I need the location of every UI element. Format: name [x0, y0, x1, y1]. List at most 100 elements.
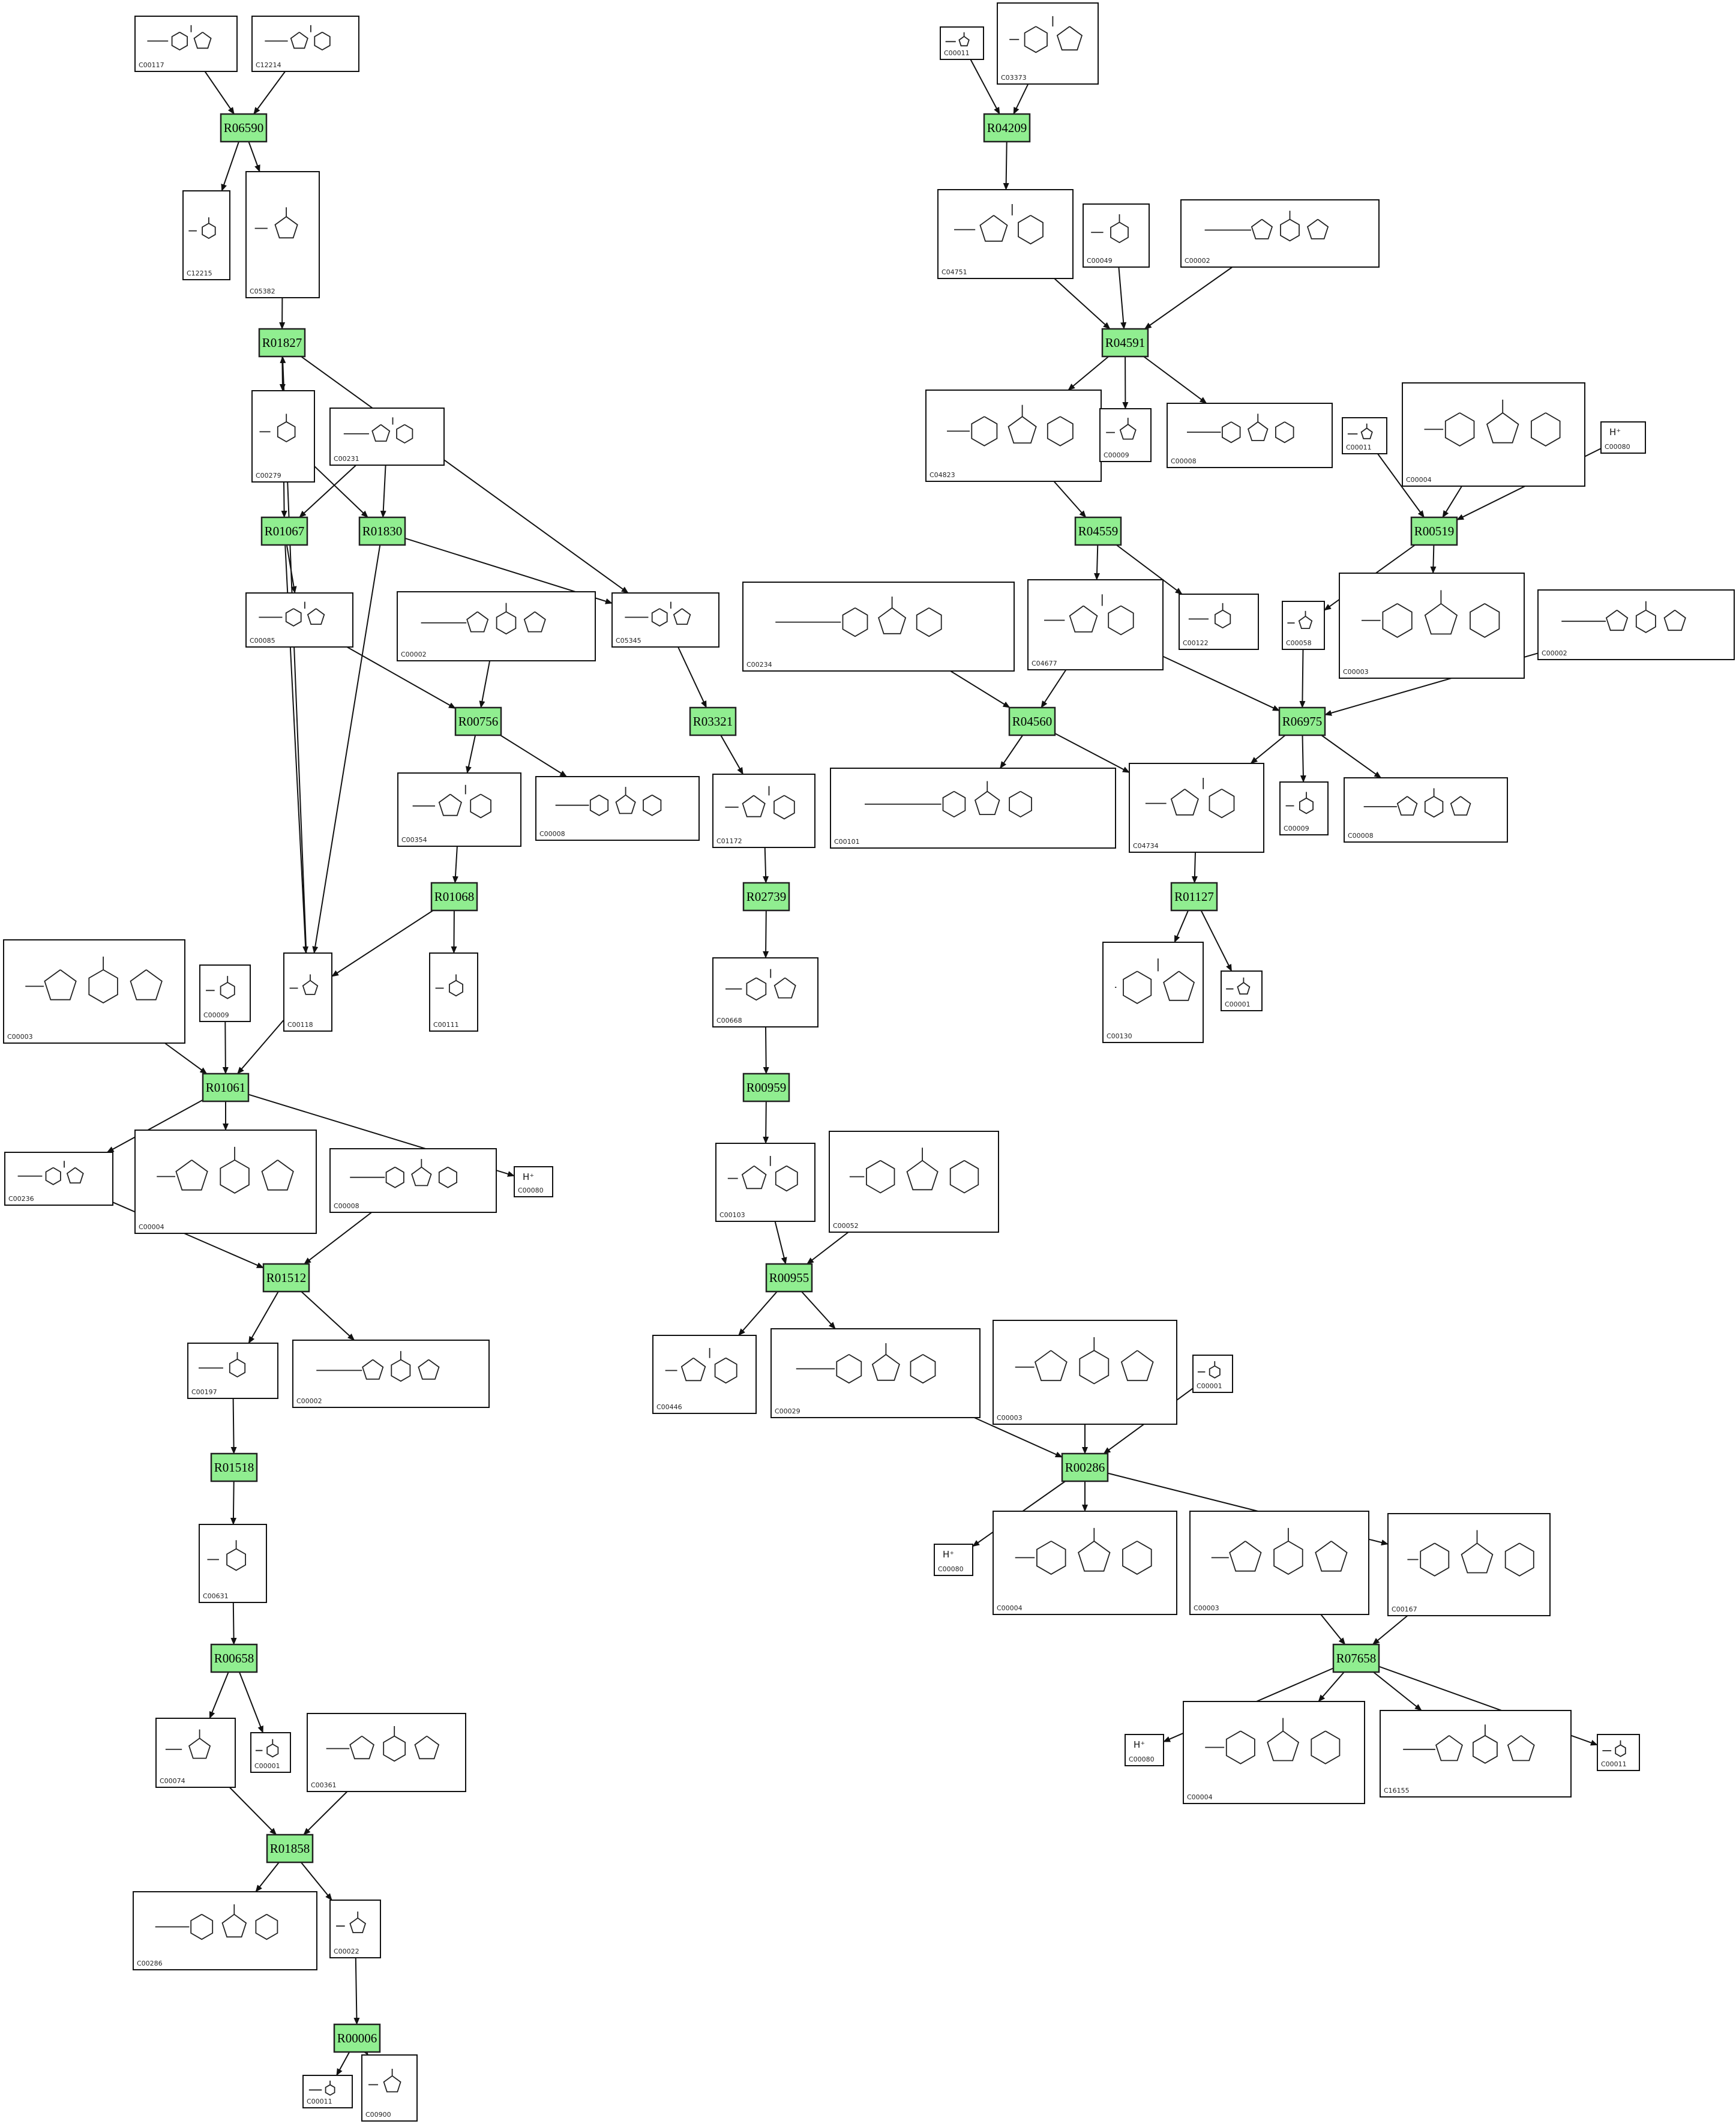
compound-c10[interactable]: C00354: [397, 772, 521, 847]
reaction-node[interactable]: R06590: [220, 113, 268, 143]
reaction-node[interactable]: R01858: [266, 1834, 314, 1864]
reaction-node[interactable]: R07658: [1332, 1643, 1380, 1673]
compound-c25[interactable]: C00001: [250, 1732, 291, 1773]
compound-c12[interactable]: C01172: [712, 774, 815, 848]
reaction-node[interactable]: R01512: [262, 1263, 310, 1293]
compound-c67[interactable]: C00130: [1102, 942, 1204, 1043]
compound-c5[interactable]: C00279: [251, 390, 315, 483]
compound-c64[interactable]: C04734: [1129, 763, 1264, 853]
reaction-node[interactable]: R00658: [210, 1643, 258, 1673]
compound-c14[interactable]: C00003: [3, 939, 185, 1044]
compound-c27[interactable]: C00286: [133, 1891, 317, 1970]
compound-c52[interactable]: C00009: [1099, 408, 1152, 462]
compound-c19[interactable]: C00008: [329, 1148, 497, 1213]
compound-c22[interactable]: C00002: [292, 1340, 490, 1408]
reaction-node[interactable]: R01518: [210, 1452, 258, 1482]
compound-c35[interactable]: C00029: [770, 1328, 981, 1418]
compound-c33[interactable]: C00052: [829, 1131, 999, 1233]
reaction-node[interactable]: R01830: [358, 516, 406, 546]
reaction-node[interactable]: R03321: [689, 706, 737, 736]
compound-c38[interactable]: H⁺C00080: [934, 1544, 973, 1576]
compound-c17[interactable]: C00236: [4, 1152, 113, 1206]
compound-c8[interactable]: C00002: [397, 591, 596, 661]
compound-c28[interactable]: C00022: [329, 1900, 381, 1958]
compound-c43[interactable]: C00004: [1183, 1701, 1365, 1804]
compound-c48[interactable]: C04751: [937, 189, 1074, 279]
reaction-node[interactable]: R00959: [742, 1073, 790, 1103]
compound-c65[interactable]: C00009: [1279, 781, 1329, 835]
reaction-node[interactable]: R01827: [258, 328, 306, 358]
compound-c30[interactable]: C00900: [361, 2054, 418, 2122]
reaction-node[interactable]: R00006: [333, 2023, 381, 2053]
compound-c7[interactable]: C00085: [245, 592, 353, 648]
compound-c56[interactable]: H⁺C00080: [1600, 421, 1646, 454]
compound-c58[interactable]: C04677: [1027, 579, 1164, 670]
compound-c46[interactable]: C00011: [940, 26, 984, 60]
compound-formula: H⁺: [523, 1172, 534, 1182]
compound-c40[interactable]: C00003: [1189, 1511, 1369, 1615]
compound-c44[interactable]: C16155: [1380, 1710, 1572, 1798]
compound-c20[interactable]: H⁺C00080: [514, 1166, 553, 1197]
reaction-node[interactable]: R00756: [454, 706, 502, 736]
compound-c9[interactable]: C05345: [611, 592, 719, 648]
compound-c47[interactable]: C03373: [997, 2, 1099, 85]
compound-c49[interactable]: C00049: [1083, 203, 1150, 268]
compound-c31[interactable]: C00668: [712, 957, 818, 1027]
compound-box: [1189, 1511, 1369, 1615]
compound-c51[interactable]: C04823: [925, 390, 1102, 482]
compound-c59[interactable]: C00122: [1179, 594, 1259, 650]
reaction-node[interactable]: R01061: [202, 1073, 250, 1103]
compound-c18[interactable]: C00004: [134, 1130, 317, 1234]
compound-c6[interactable]: C00231: [329, 408, 445, 466]
edge-c23-r_R00658: [230, 1602, 237, 1645]
compound-c11[interactable]: C00008: [535, 776, 700, 841]
compound-c53[interactable]: C00008: [1167, 403, 1333, 468]
compound-c24[interactable]: C00074: [155, 1718, 236, 1788]
compound-c42[interactable]: H⁺C00080: [1125, 1734, 1164, 1766]
compound-c60[interactable]: C00058: [1282, 601, 1325, 650]
reaction-node[interactable]: R02739: [742, 882, 790, 912]
reaction-node[interactable]: R00519: [1410, 516, 1458, 546]
compound-c62[interactable]: C00002: [1537, 589, 1735, 660]
compound-c68[interactable]: C00001: [1221, 970, 1263, 1011]
reaction-node[interactable]: R01127: [1170, 882, 1218, 912]
reaction-node[interactable]: R00955: [765, 1263, 813, 1293]
compound-c55[interactable]: C00004: [1402, 382, 1585, 487]
compound-c41[interactable]: C00167: [1387, 1513, 1551, 1616]
compound-c16[interactable]: C00118: [283, 952, 332, 1032]
reaction-node[interactable]: R06975: [1278, 706, 1326, 736]
compound-c61[interactable]: C00003: [1339, 573, 1525, 679]
compound-c34[interactable]: C00446: [652, 1335, 757, 1414]
reaction-node[interactable]: R04560: [1008, 706, 1056, 736]
compound-c3[interactable]: C12215: [182, 190, 230, 280]
compound-c50[interactable]: C00002: [1180, 199, 1380, 268]
compound-c32[interactable]: C00103: [715, 1143, 815, 1222]
compound-c29[interactable]: C00011: [302, 2075, 353, 2108]
compound-c66[interactable]: C00008: [1344, 777, 1508, 843]
reaction-node[interactable]: R04591: [1101, 328, 1149, 358]
reaction-node[interactable]: R01068: [430, 882, 478, 912]
compound-c1[interactable]: C00117: [134, 16, 238, 72]
compound-c21[interactable]: C00197: [187, 1343, 278, 1399]
compound-c37[interactable]: C00001: [1192, 1355, 1233, 1393]
compound-box: [4, 1152, 113, 1206]
compound-c4[interactable]: C05382: [245, 171, 320, 298]
reaction-node[interactable]: R01067: [260, 516, 308, 546]
compound-c15[interactable]: C00009: [199, 964, 251, 1022]
compound-c63[interactable]: C00101: [830, 768, 1116, 849]
structure-drawing: [155, 1904, 278, 1940]
compound-c23[interactable]: C00631: [199, 1524, 267, 1603]
compound-c39[interactable]: C00004: [993, 1511, 1177, 1615]
compound-box: [134, 1130, 317, 1234]
compound-c45[interactable]: C00011: [1597, 1734, 1640, 1771]
compound-id: C00130: [1107, 1032, 1132, 1040]
compound-c2[interactable]: C12214: [251, 16, 359, 72]
reaction-node[interactable]: R00286: [1061, 1452, 1109, 1482]
compound-c57[interactable]: C00234: [742, 582, 1015, 672]
reaction-node[interactable]: R04209: [983, 113, 1031, 143]
compound-c13[interactable]: C00111: [429, 952, 478, 1032]
reaction-node[interactable]: R04559: [1074, 516, 1122, 546]
compound-c54[interactable]: C00011: [1342, 417, 1387, 454]
compound-c36[interactable]: C00003: [993, 1320, 1177, 1425]
compound-c26[interactable]: C00361: [307, 1713, 466, 1792]
